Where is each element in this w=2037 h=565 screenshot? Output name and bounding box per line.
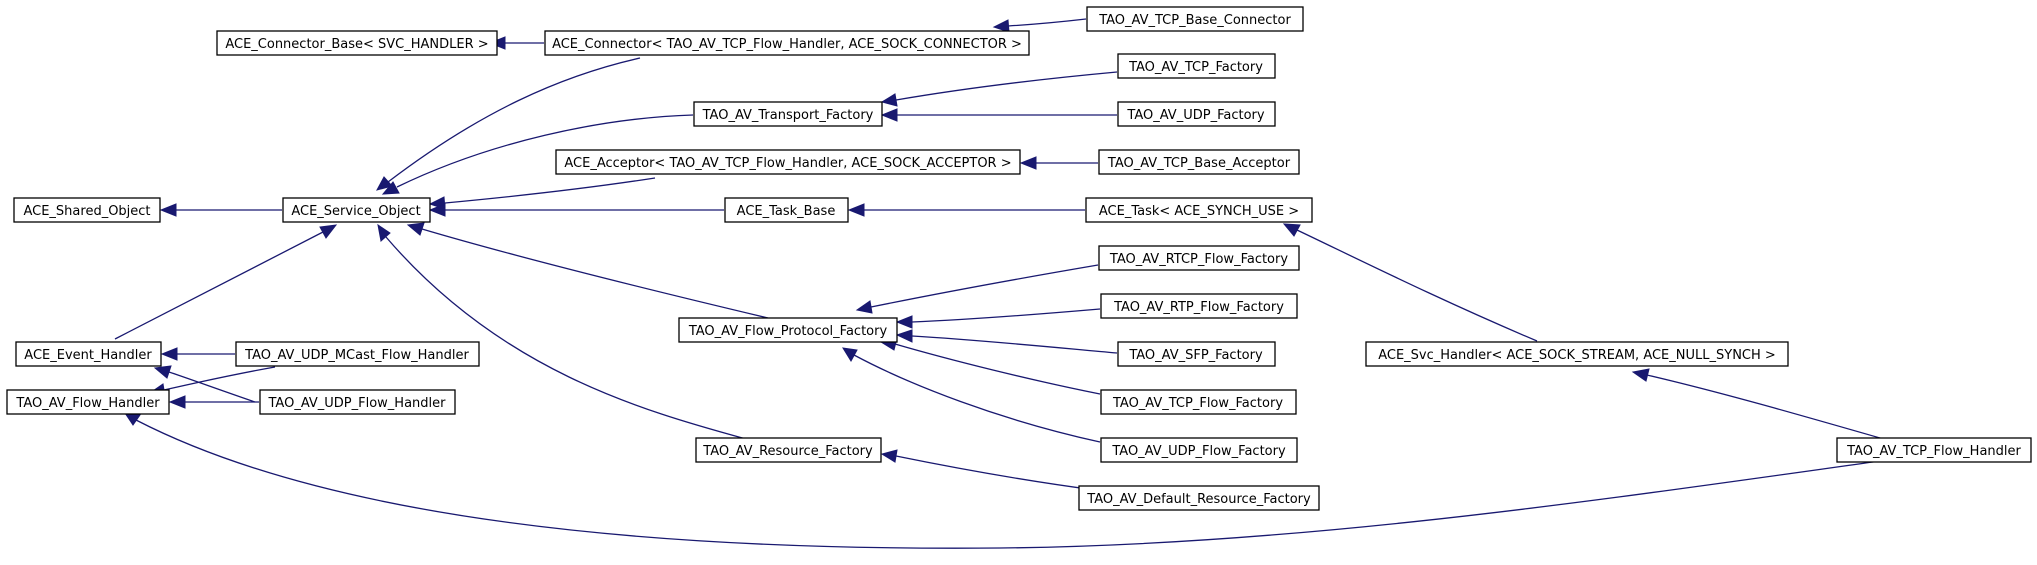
node-task[interactable]: ACE_Task< ACE_SYNCH_USE > [1085, 197, 1313, 223]
edge-udp-mcast-flow-handler-to-event-handler [160, 347, 235, 361]
node-svc-handler[interactable]: ACE_Svc_Handler< ACE_SOCK_STREAM, ACE_NU… [1365, 341, 1789, 367]
inheritance-edges [114, 18, 1888, 549]
node-task-base[interactable]: ACE_Task_Base [724, 197, 849, 223]
edge-tcp-flow-handler-to-flow-handler [123, 412, 1881, 549]
node-udp-factory[interactable]: TAO_AV_UDP_Factory [1117, 101, 1276, 127]
node-flow-handler-label: TAO_AV_Flow_Handler [15, 396, 160, 411]
class-nodes: ACE_Connector_Base< SVC_HANDLER > ACE_Co… [6, 6, 2032, 511]
node-flow-protocol-factory-label: TAO_AV_Flow_Protocol_Factory [688, 324, 888, 339]
node-acceptor-label: ACE_Acceptor< TAO_AV_TCP_Flow_Handler, A… [564, 156, 1011, 171]
edge-tcp-base-connector-to-connector [992, 18, 1087, 33]
node-rtp-flow-factory-label: TAO_AV_RTP_Flow_Factory [1113, 300, 1284, 315]
edge-acceptor-to-service-object [428, 177, 656, 210]
node-svc-handler-label: ACE_Svc_Handler< ACE_SOCK_STREAM, ACE_NU… [1378, 348, 1776, 363]
edge-sfp-factory-to-flow-protocol-factory [895, 329, 1118, 354]
node-shared-object[interactable]: ACE_Shared_Object [13, 197, 161, 223]
edge-svc-handler-to-task [1282, 223, 1538, 342]
node-connector-label: ACE_Connector< TAO_AV_TCP_Flow_Handler, … [552, 37, 1022, 52]
node-rtp-flow-factory[interactable]: TAO_AV_RTP_Flow_Factory [1100, 293, 1298, 319]
node-sfp-factory[interactable]: TAO_AV_SFP_Factory [1117, 341, 1276, 367]
node-connector-base[interactable]: ACE_Connector_Base< SVC_HANDLER > [216, 30, 498, 56]
node-tcp-factory-label: TAO_AV_TCP_Factory [1128, 60, 1263, 75]
node-rtcp-flow-factory-label: TAO_AV_RTCP_Flow_Factory [1109, 252, 1288, 267]
node-flow-handler[interactable]: TAO_AV_Flow_Handler [6, 389, 170, 415]
node-udp-factory-label: TAO_AV_UDP_Factory [1126, 108, 1264, 123]
node-task-label: ACE_Task< ACE_SYNCH_USE > [1099, 204, 1299, 219]
edge-service-object-to-shared-object [159, 203, 282, 217]
edge-tcp-factory-to-transport-factory [880, 71, 1118, 107]
edge-connector-to-connector-base [488, 36, 544, 50]
node-udp-flow-factory[interactable]: TAO_AV_UDP_Flow_Factory [1100, 437, 1298, 463]
node-udp-mcast-flow-handler-label: TAO_AV_UDP_MCast_Flow_Handler [244, 348, 469, 363]
node-tcp-flow-factory-label: TAO_AV_TCP_Flow_Factory [1112, 396, 1283, 411]
node-service-object-label: ACE_Service_Object [291, 204, 420, 219]
node-tcp-base-acceptor-label: TAO_AV_TCP_Base_Acceptor [1107, 156, 1291, 171]
node-flow-protocol-factory[interactable]: TAO_AV_Flow_Protocol_Factory [678, 317, 898, 343]
node-tcp-base-connector[interactable]: TAO_AV_TCP_Base_Connector [1086, 6, 1304, 32]
edge-tcp-base-acceptor-to-acceptor [1019, 156, 1098, 170]
node-udp-flow-handler-label: TAO_AV_UDP_Flow_Handler [267, 396, 446, 411]
node-resource-factory-label: TAO_AV_Resource_Factory [702, 444, 873, 459]
edge-resource-factory-to-service-object [377, 223, 747, 440]
node-event-handler[interactable]: ACE_Event_Handler [15, 341, 162, 367]
node-tcp-base-connector-label: TAO_AV_TCP_Base_Connector [1098, 13, 1291, 28]
node-task-base-label: ACE_Task_Base [737, 204, 836, 219]
node-transport-factory[interactable]: TAO_AV_Transport_Factory [693, 101, 883, 127]
node-default-resource-factory[interactable]: TAO_AV_Default_Resource_Factory [1078, 485, 1320, 511]
node-sfp-factory-label: TAO_AV_SFP_Factory [1128, 348, 1263, 363]
edge-task-to-task-base [847, 203, 1085, 217]
node-udp-flow-factory-label: TAO_AV_UDP_Flow_Factory [1111, 444, 1286, 459]
node-tcp-flow-handler[interactable]: TAO_AV_TCP_Flow_Handler [1836, 437, 2032, 463]
node-connector-base-label: ACE_Connector_Base< SVC_HANDLER > [225, 37, 488, 52]
edge-rtp-flow-factory-to-flow-protocol-factory [895, 308, 1101, 329]
node-shared-object-label: ACE_Shared_Object [23, 204, 150, 219]
edge-udp-flow-handler-to-event-handler [153, 365, 256, 403]
edge-transport-factory-to-service-object [381, 114, 694, 195]
edge-tcp-flow-factory-to-flow-protocol-factory [879, 337, 1101, 395]
node-udp-mcast-flow-handler[interactable]: TAO_AV_UDP_MCast_Flow_Handler [235, 341, 480, 367]
edge-connector-to-service-object [376, 57, 641, 191]
edge-udp-flow-handler-to-flow-handler [168, 395, 259, 409]
node-service-object[interactable]: ACE_Service_Object [282, 197, 431, 223]
node-default-resource-factory-label: TAO_AV_Default_Resource_Factory [1086, 492, 1311, 507]
edge-udp-flow-factory-to-flow-protocol-factory [842, 347, 1101, 443]
edge-flow-protocol-factory-to-service-object [406, 222, 769, 319]
edge-tcp-flow-handler-to-svc-handler [1631, 368, 1888, 441]
node-tcp-base-acceptor[interactable]: TAO_AV_TCP_Base_Acceptor [1098, 149, 1300, 175]
node-acceptor[interactable]: ACE_Acceptor< TAO_AV_TCP_Flow_Handler, A… [555, 149, 1021, 175]
node-transport-factory-label: TAO_AV_Transport_Factory [702, 108, 874, 123]
node-tcp-flow-handler-label: TAO_AV_TCP_Flow_Handler [1846, 444, 2021, 459]
node-connector[interactable]: ACE_Connector< TAO_AV_TCP_Flow_Handler, … [544, 30, 1030, 56]
edge-event-handler-to-service-object [114, 224, 338, 340]
edge-rtcp-flow-factory-to-flow-protocol-factory [855, 264, 1099, 314]
edge-task-base-to-service-object [428, 203, 724, 217]
node-rtcp-flow-factory[interactable]: TAO_AV_RTCP_Flow_Factory [1098, 245, 1300, 271]
node-event-handler-label: ACE_Event_Handler [24, 348, 152, 363]
edge-udp-factory-to-transport-factory [880, 108, 1117, 122]
node-tcp-flow-factory[interactable]: TAO_AV_TCP_Flow_Factory [1100, 389, 1297, 415]
node-udp-flow-handler[interactable]: TAO_AV_UDP_Flow_Handler [259, 389, 456, 415]
edge-default-resource-factory-to-resource-factory [880, 449, 1096, 491]
node-resource-factory[interactable]: TAO_AV_Resource_Factory [695, 437, 882, 463]
node-tcp-factory[interactable]: TAO_AV_TCP_Factory [1117, 53, 1276, 79]
